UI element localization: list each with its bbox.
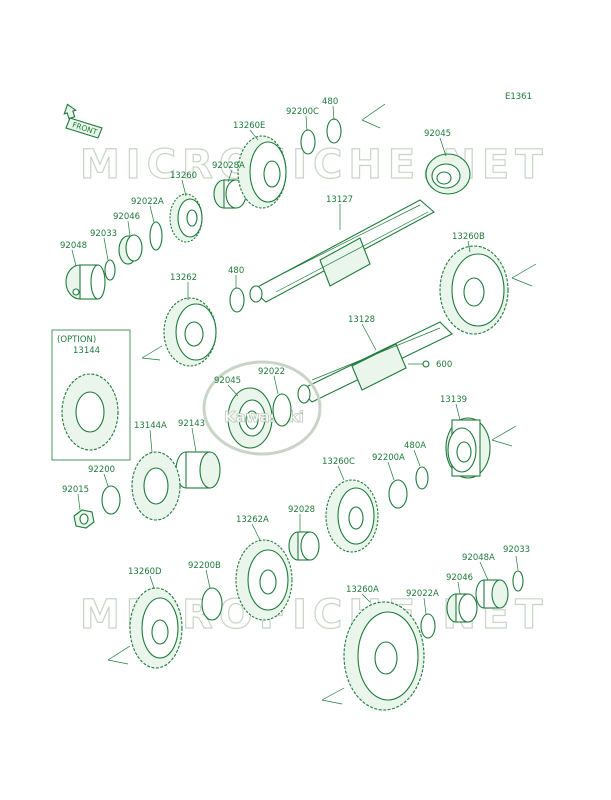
part-label: 13144A — [134, 421, 167, 431]
part-92200-washer — [101, 485, 121, 515]
part-label: 13260A — [346, 585, 379, 595]
part-92045-bearing-top — [425, 153, 471, 195]
part-92046-bearing-bottom — [446, 593, 478, 623]
part-label: 13260E — [233, 121, 265, 131]
option-label: (OPTION) — [57, 335, 96, 345]
part-13260e-gear — [237, 135, 287, 209]
part-label: 480 — [228, 266, 244, 276]
part-480-circlip-mid — [229, 287, 245, 313]
arrow-icon-13260a — [321, 687, 345, 705]
part-label: 92046 — [113, 212, 140, 222]
part-label: 92045 — [214, 376, 241, 386]
part-13260c-gear — [325, 479, 379, 553]
part-label: 480A — [404, 441, 426, 451]
part-13260-gear — [169, 193, 203, 243]
part-92200c-washer — [300, 129, 316, 155]
part-13262a-gear — [235, 539, 293, 621]
part-label: 92022A — [131, 197, 164, 207]
arrow-icon-13260d — [107, 645, 131, 665]
part-92033-circlip — [104, 259, 116, 281]
part-13144a-sprocket — [131, 451, 181, 521]
part-13260a-gear — [343, 601, 425, 711]
part-92022a-washer-bottom — [420, 613, 436, 639]
part-label: 92028 — [288, 505, 315, 515]
part-480-circlip-top — [326, 118, 342, 144]
diagram-code: E1361 — [505, 92, 532, 102]
part-label: 92200 — [88, 465, 115, 475]
part-label: 92046 — [446, 573, 473, 583]
part-label: 92045 — [424, 129, 451, 139]
part-600-ball — [422, 360, 430, 368]
arrow-icon-13139 — [491, 425, 517, 447]
arrow-icon-top — [361, 103, 386, 129]
part-label: 13260B — [452, 232, 485, 242]
part-label: 600 — [436, 360, 452, 370]
part-13262-gear — [163, 297, 217, 367]
part-92200b-washer — [201, 587, 223, 621]
part-label: 13144 — [73, 346, 100, 356]
part-92015-nut — [73, 509, 95, 529]
part-label: 92015 — [62, 485, 89, 495]
part-label: 92033 — [503, 545, 530, 555]
part-92048a-collar — [475, 579, 509, 609]
part-label: 13139 — [440, 395, 467, 405]
front-arrow-icon: FRONT — [63, 103, 103, 139]
part-label: 92022A — [406, 589, 439, 599]
part-92045-bearing-mid — [227, 387, 273, 449]
part-13127-shaft — [249, 199, 435, 303]
part-label: 13262A — [236, 515, 269, 525]
part-92028a-bearing — [213, 179, 247, 209]
part-13139-gear — [445, 417, 491, 479]
part-13260b-gear — [439, 245, 509, 335]
part-92200a-washer — [388, 479, 408, 509]
part-13260d-gear — [129, 587, 183, 669]
part-label: 13128 — [348, 315, 375, 325]
part-92033-circlip-bottom — [512, 570, 524, 592]
part-480a-circlip — [415, 466, 429, 490]
part-label: 13260C — [322, 457, 355, 467]
leader-lines — [71, 105, 519, 615]
part-92022-washer — [272, 393, 292, 427]
option-box: (OPTION) — [51, 329, 131, 461]
part-labels: 480 92200C 13260E 92045 92028A 13260 920… — [60, 97, 530, 599]
part-label: 92048A — [462, 553, 495, 563]
part-label: 13127 — [326, 195, 353, 205]
part-label: 92143 — [178, 419, 205, 429]
part-label: 13262 — [170, 273, 197, 283]
part-92022a-washer — [149, 221, 163, 251]
part-label: 92200A — [372, 453, 405, 463]
part-label: 92022 — [258, 367, 285, 377]
part-label: 13260D — [128, 567, 162, 577]
part-label: 13260 — [170, 171, 197, 181]
part-label: 92028A — [212, 161, 245, 171]
arrow-icon-13262 — [141, 345, 163, 361]
arrow-icon-13260b — [511, 263, 537, 287]
part-92048-collar — [65, 264, 106, 300]
part-92046-bearing — [118, 234, 143, 265]
brand-text: Kawasaki — [224, 408, 304, 426]
part-label: 480 — [322, 97, 338, 107]
part-13128-shaft — [297, 321, 453, 404]
part-92028-bearing — [288, 531, 320, 561]
part-label: 92048 — [60, 241, 87, 251]
part-92143-collar — [175, 451, 221, 489]
part-label: 92200B — [188, 561, 221, 571]
part-label: 92200C — [286, 107, 319, 117]
part-label: 92033 — [90, 229, 117, 239]
